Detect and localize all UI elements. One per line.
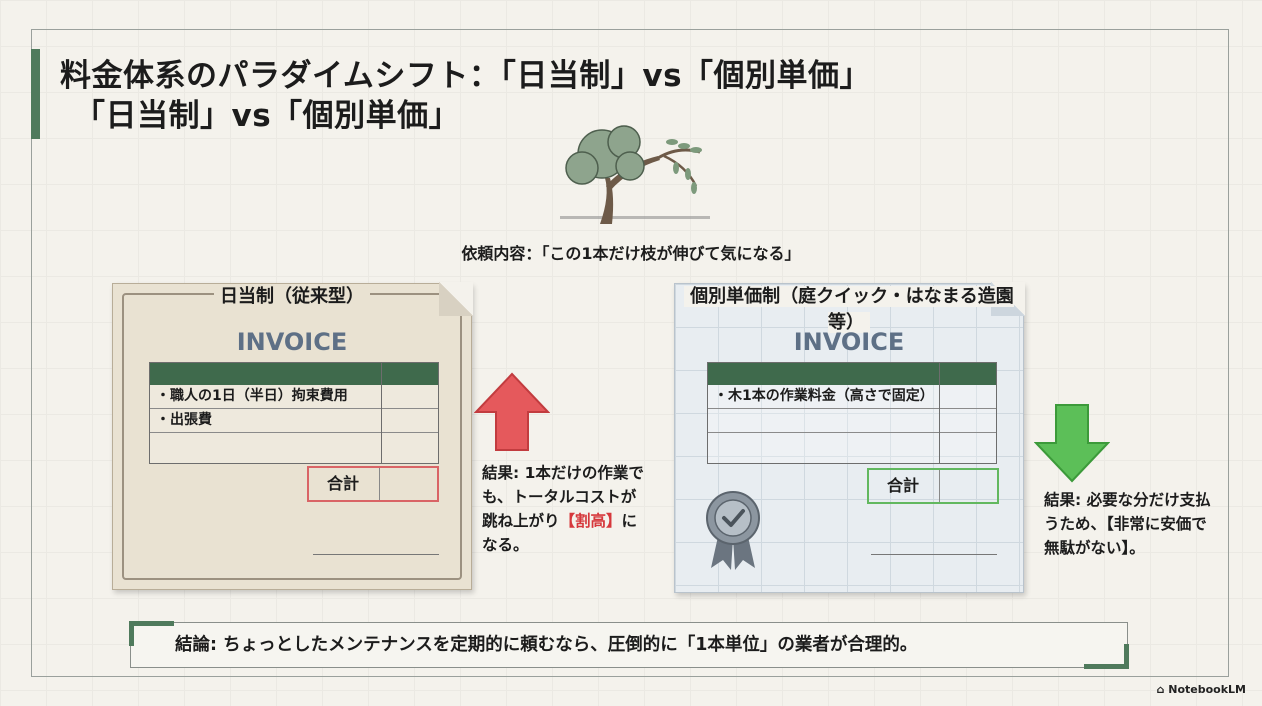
daily-rate-result: 結果: 1本だけの作業でも、トータルコストが跳ね上がり【割高】になる。 [482,464,644,554]
slide-title: 料金体系のパラダイムシフト：「日当制」vs「個別単価」 「日当制」vs「個別単価… [60,56,871,136]
table-row: ・出張費 [150,409,438,433]
unit-price-result: 結果: 必要な分だけ支払うため、【非常に安価で無駄がない】。 [1044,491,1211,557]
table-row: ・木1本の作業料金（高さで固定） [708,385,996,409]
signature-line [871,554,997,555]
daily-rate-label: 日当制（従来型） [113,282,471,308]
total-box: 合計 [867,468,999,504]
total-box: 合計 [307,466,439,502]
unit-price-label: 個別単価制（庭クイック・はなまる造園等） [675,282,1023,334]
invoice-title: INVOICE [236,328,348,356]
page-fold [439,282,473,316]
title-line-2: 「日当制」vs「個別単価」 [74,98,461,134]
request-caption: 依頼内容：「この1本だけ枝が伸びて気になる」 [461,244,801,263]
conclusion-text: 結論: ちょっとしたメンテナンスを定期的に頼むなら、圧倒的に「1本単位」の業者が… [175,635,918,655]
invoice-title: INVOICE [793,328,905,356]
notebooklm-logo-icon: ⌂ [1156,683,1165,696]
signature-line [313,554,439,555]
table-header [708,363,996,385]
daily-rate-invoice-card: 日当制（従来型） INVOICE ・職人の1日（半日）拘束費用 ・出張費 合計 [112,282,473,590]
expensive-highlight: 【割高】 [559,512,622,530]
invoice-table: ・木1本の作業料金（高さで固定） [707,362,997,464]
unit-price-invoice-card: 個別単価制（庭クイック・はなまる造園等） INVOICE ・木1本の作業料金（高… [674,282,1025,593]
slide-frame [31,29,1229,677]
title-accent-bar [31,49,40,139]
title-line-1: 料金体系のパラダイムシフト：「日当制」vs「個別単価」 [60,58,872,94]
invoice-table: ・職人の1日（半日）拘束費用 ・出張費 [149,362,439,464]
table-row: ・職人の1日（半日）拘束費用 [150,385,438,409]
table-header [150,363,438,385]
table-row [708,409,996,433]
tree-icon [560,125,710,224]
arrow-up-icon [474,372,550,451]
certified-badge-icon [706,491,760,570]
conclusion-box: 結論: ちょっとしたメンテナンスを定期的に頼むなら、圧倒的に「1本単位」の業者が… [129,621,1129,669]
brand-watermark: ⌂ NotebookLM [1156,683,1246,696]
arrow-down-icon [1034,404,1110,483]
